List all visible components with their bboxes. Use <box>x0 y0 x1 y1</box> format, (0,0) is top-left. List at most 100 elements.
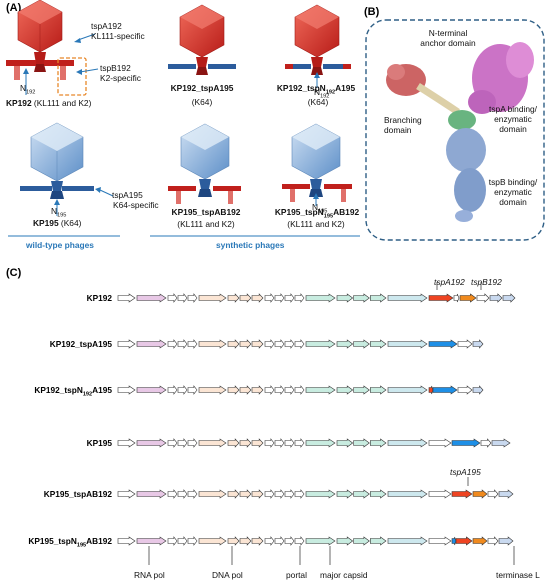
branching-domain-label: Branching domain <box>384 115 422 135</box>
tspa195-gene <box>432 385 458 395</box>
gene-arrow <box>453 293 460 303</box>
gene-arrow <box>476 293 490 303</box>
gene-arrow <box>353 385 370 395</box>
gene-arrow <box>274 489 285 499</box>
tspa195-label: tspA195 <box>112 190 143 200</box>
gene-arrow <box>294 536 305 546</box>
gene-arrow <box>336 536 354 546</box>
synthetic-2-name: KP192_tspN192A195 <box>276 83 356 96</box>
gene-arrow <box>239 536 252 546</box>
gene-arrow <box>117 339 136 349</box>
genome-label-2: KP192_tspA195 <box>49 339 112 349</box>
tspb192-gene <box>459 293 477 303</box>
n195-label: N195 <box>51 206 67 219</box>
tspa195-gene <box>428 339 458 349</box>
kp195-caption: KP195 (K64) <box>33 218 82 228</box>
dna-pol-label: DNA pol <box>212 570 243 580</box>
gene-arrow <box>136 536 167 546</box>
gene-arrow <box>187 339 198 349</box>
phage-kp195-tspab192-icon <box>168 123 241 204</box>
gene-arrow <box>284 293 295 303</box>
gene-arrow <box>177 293 188 303</box>
tspb192-gene <box>472 536 488 546</box>
wild-type-phages-label: wild-type phages <box>26 240 94 250</box>
gene-arrow <box>264 385 275 395</box>
gene-arrow <box>387 385 428 395</box>
tspa192-gene <box>455 536 473 546</box>
gene-arrow <box>305 536 336 546</box>
gene-arrow <box>264 339 275 349</box>
gene-arrow <box>227 339 240 349</box>
structure-box <box>365 19 545 241</box>
gene-arrow <box>428 438 452 448</box>
gene-arrow <box>387 438 428 448</box>
gene-arrow <box>284 385 295 395</box>
gene-arrow <box>251 438 264 448</box>
gene-arrow <box>117 536 136 546</box>
gene-arrow <box>167 339 178 349</box>
gene-arrow <box>264 536 275 546</box>
gene-arrow <box>251 293 264 303</box>
phage-kp195-icon <box>20 122 94 199</box>
kp192-caption: KP192 (KL111 and K2) <box>6 98 92 108</box>
genome-label-1: KP192 <box>86 293 112 303</box>
panel-a-label: (A) <box>6 2 22 14</box>
gene-arrow <box>239 438 252 448</box>
gene-arrow <box>167 385 178 395</box>
gene-arrow <box>187 536 198 546</box>
gene-arrow <box>387 293 428 303</box>
gene-arrow <box>264 438 275 448</box>
gene-arrow <box>198 489 227 499</box>
gene-arrow <box>370 339 387 349</box>
kl111-specific-label: KL111-specific <box>91 31 145 41</box>
gene-arrow <box>387 536 428 546</box>
terminase-l-label: terminase L <box>496 570 540 580</box>
tspa195-gene <box>451 438 481 448</box>
gene-arrow <box>353 339 370 349</box>
gene-arrow <box>167 438 178 448</box>
synthetic-3-host: (KL111 and K2) <box>177 219 235 229</box>
gene-arrow <box>239 489 252 499</box>
synthetic-1-host: (K64) <box>191 97 213 107</box>
gene-arrow <box>336 489 354 499</box>
gene-arrow <box>227 385 240 395</box>
genome-label-4: KP195 <box>86 438 112 448</box>
gene-arrow <box>353 293 370 303</box>
tspa-binding-domain-label: tspA binding/ enzymatic domain <box>489 104 537 134</box>
tspb192-label: tspB192 <box>100 63 131 73</box>
gene-arrow <box>177 536 188 546</box>
tspn192-segment <box>428 385 434 395</box>
gene-arrow <box>251 385 264 395</box>
genome-label-3: KP192_tspN192A195 <box>34 385 112 398</box>
phage-kp195-tspn195ab192-icon <box>282 123 352 202</box>
gene-arrow <box>136 339 167 349</box>
gene-arrow <box>294 385 305 395</box>
gene-arrow <box>198 536 227 546</box>
gene-arrow <box>239 339 252 349</box>
tspa192-gene-label: tspA192 <box>434 277 465 287</box>
gene-arrow <box>457 339 473 349</box>
synthetic-2-n-label: N192 <box>314 87 330 100</box>
gene-arrow <box>387 489 428 499</box>
gene-arrow <box>294 438 305 448</box>
gene-arrow <box>498 536 514 546</box>
synthetic-2-host: (K64) <box>307 97 329 107</box>
gene-arrow <box>117 489 136 499</box>
genome-label-5: KP195_tspAB192 <box>43 489 112 499</box>
k2-specific-label: K2-specific <box>100 73 141 83</box>
gene-arrow <box>305 293 336 303</box>
gene-arrow <box>294 293 305 303</box>
gene-arrow <box>370 438 387 448</box>
portal-label: portal <box>286 570 307 580</box>
gene-arrow <box>251 536 264 546</box>
gene-arrow <box>198 293 227 303</box>
tspn195-segment <box>451 536 457 546</box>
tspb192-gene <box>472 489 488 499</box>
gene-arrow <box>136 489 167 499</box>
gene-arrow <box>274 385 285 395</box>
gene-arrow <box>227 438 240 448</box>
phage-kp192-icon <box>6 0 74 80</box>
gene-arrow <box>498 489 514 499</box>
gene-arrow <box>284 536 295 546</box>
